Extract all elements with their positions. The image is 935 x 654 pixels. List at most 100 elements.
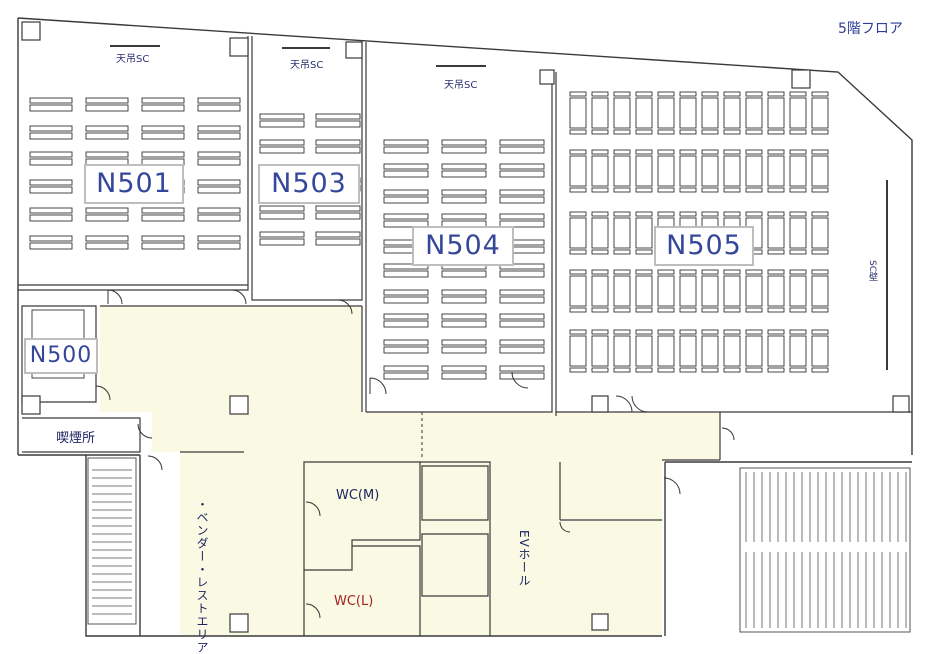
desk (811, 149, 829, 155)
elevator-hall-label: EVホール (517, 530, 531, 587)
desk (811, 249, 829, 255)
desk (613, 217, 631, 249)
desk (635, 307, 653, 313)
desk (29, 125, 73, 132)
desk (679, 269, 697, 275)
desk (569, 329, 587, 335)
desk (723, 307, 741, 313)
desk (679, 129, 697, 135)
staircase-right (739, 467, 911, 633)
desk (569, 275, 587, 307)
ceiling-screen-label-503: 天吊SC (290, 60, 324, 71)
desk (29, 214, 73, 222)
desk (591, 149, 609, 155)
desk (259, 205, 305, 212)
room-n500-label: N500 (24, 338, 98, 374)
desk (635, 155, 653, 187)
desk (767, 91, 785, 97)
desk (811, 269, 829, 275)
desk (591, 335, 609, 367)
desk (141, 242, 185, 250)
ceiling-screen-label-504: 天吊SC (444, 80, 478, 91)
desk (29, 207, 73, 214)
desk (569, 217, 587, 249)
desk (383, 289, 429, 296)
desk (441, 196, 487, 204)
desk (701, 211, 719, 217)
desk (383, 146, 429, 154)
desk (259, 139, 305, 146)
desk (315, 205, 361, 212)
desk (723, 367, 741, 373)
smoking-area-label: 喫煙所 (56, 431, 96, 446)
desk (701, 335, 719, 367)
desk (569, 335, 587, 367)
desk (723, 91, 741, 97)
desk (499, 189, 545, 196)
wc-men-label: WC(M) (336, 488, 380, 503)
desk (789, 249, 807, 255)
desk (723, 211, 741, 217)
doors (95, 289, 735, 619)
desk (613, 249, 631, 255)
desk (141, 235, 185, 242)
desk (789, 329, 807, 335)
desk (141, 125, 185, 132)
desk (499, 365, 545, 372)
desk (591, 155, 609, 187)
desk (259, 212, 305, 220)
stairs-right-steps (745, 472, 907, 628)
desk (657, 155, 675, 187)
desk (767, 269, 785, 275)
desk (745, 91, 763, 97)
desk (657, 129, 675, 135)
desk (635, 367, 653, 373)
desk (701, 329, 719, 335)
desk (811, 217, 829, 249)
desk (613, 329, 631, 335)
desk (591, 269, 609, 275)
desk (767, 211, 785, 217)
desk (701, 97, 719, 129)
room-n501-label: N501 (84, 164, 184, 204)
desk (197, 104, 241, 112)
desk (635, 217, 653, 249)
desk (635, 97, 653, 129)
desk (679, 335, 697, 367)
desk (85, 132, 129, 140)
desk (499, 139, 545, 146)
desk (767, 335, 785, 367)
desk (613, 211, 631, 217)
desk (789, 307, 807, 313)
desk (315, 120, 361, 128)
desk (441, 146, 487, 154)
desk (811, 91, 829, 97)
desk (383, 339, 429, 346)
desk (499, 170, 545, 178)
desk (383, 365, 429, 372)
desk (767, 187, 785, 193)
desk (789, 275, 807, 307)
desk (197, 179, 241, 186)
wc-ladies-label: WC(L) (334, 594, 374, 609)
desk (383, 320, 429, 328)
desk (679, 329, 697, 335)
desk (613, 155, 631, 187)
desk (315, 231, 361, 238)
desk (613, 275, 631, 307)
desk (767, 329, 785, 335)
desk (499, 289, 545, 296)
desk (767, 307, 785, 313)
desk (259, 120, 305, 128)
desk (197, 132, 241, 140)
desk (635, 187, 653, 193)
desk (591, 217, 609, 249)
desk (723, 155, 741, 187)
desk (811, 367, 829, 373)
desk (569, 149, 587, 155)
desk (811, 211, 829, 217)
desk (745, 211, 763, 217)
desk (701, 129, 719, 135)
desk (197, 125, 241, 132)
desk (745, 129, 763, 135)
